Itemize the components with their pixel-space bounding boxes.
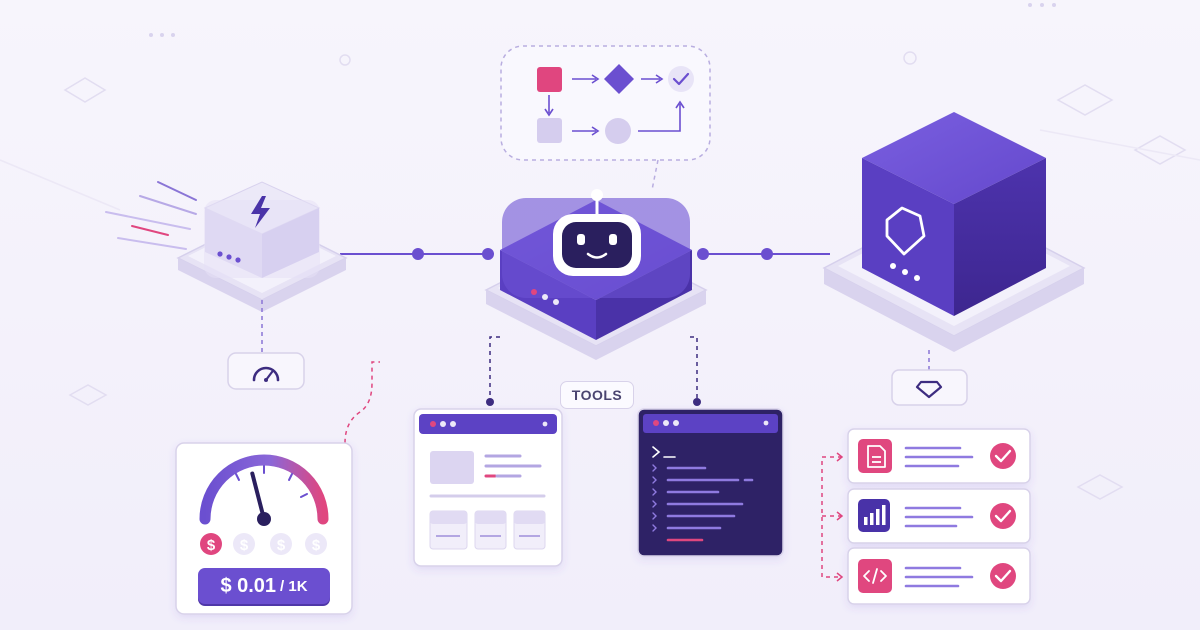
workflow-square-node	[537, 67, 562, 92]
status-light	[226, 254, 232, 260]
price-unit: / 1K	[280, 577, 308, 595]
gem-icon	[915, 380, 943, 399]
terminal-icon	[652, 446, 676, 458]
speedometer-icon	[252, 366, 280, 382]
background-decorations	[0, 3, 1200, 500]
price-display: $ 0.01 / 1K	[198, 568, 330, 604]
lightning-icon	[251, 196, 270, 228]
browser-tool-window	[413, 408, 563, 567]
tools-label: TOOLS	[560, 381, 634, 409]
status-light	[902, 269, 908, 275]
terminal-tool-window	[637, 408, 784, 557]
status-light	[531, 289, 537, 295]
fast-node	[176, 181, 348, 312]
speed-lines	[105, 181, 197, 250]
status-light	[553, 299, 559, 305]
status-light	[217, 251, 223, 257]
status-light	[914, 275, 920, 281]
gauge-needle	[250, 471, 266, 521]
workflow-square-node	[537, 118, 562, 143]
bar-chart-icon	[864, 505, 886, 525]
check-icon	[990, 563, 1016, 589]
status-light	[890, 263, 896, 269]
cost-coins: $ $ $ $	[200, 533, 327, 555]
connector-node-left-a	[412, 248, 424, 260]
gem-icon	[885, 206, 926, 256]
coin-symbol: $	[312, 537, 321, 554]
pricing-connector	[344, 361, 380, 444]
tool-anchor	[486, 398, 494, 406]
check-icon	[990, 503, 1016, 529]
output-connectors	[821, 456, 842, 578]
tool-anchor	[693, 398, 701, 406]
tools-connectors	[489, 336, 698, 398]
cost-gauge	[199, 454, 329, 526]
price-amount: $ 0.01	[220, 574, 277, 597]
workflow-check-node	[668, 66, 694, 92]
workflow-diamond-node	[604, 64, 634, 94]
code-icon	[863, 568, 887, 584]
agent-node	[484, 189, 708, 360]
output-card-chart	[847, 488, 1031, 544]
model-badge	[891, 369, 968, 406]
status-light	[235, 257, 241, 263]
coin-symbol: $	[240, 537, 249, 554]
check-icon	[990, 443, 1016, 469]
document-icon	[867, 445, 886, 468]
gauge-hub	[257, 512, 271, 526]
status-light	[542, 294, 548, 300]
model-node	[822, 112, 1086, 352]
connector-lines	[340, 248, 830, 260]
connector-node-right-b	[761, 248, 773, 260]
output-card-document	[847, 428, 1031, 484]
connector-node-right-a	[697, 248, 709, 260]
speed-badge	[227, 352, 305, 390]
coin-symbol: $	[277, 537, 286, 554]
coin-symbol: $	[207, 537, 216, 554]
connector-node-left-b	[482, 248, 494, 260]
workflow-circle-node	[605, 118, 631, 144]
robot-icon	[553, 189, 641, 276]
workflow-bubble	[500, 45, 711, 191]
output-card-code	[847, 547, 1031, 605]
